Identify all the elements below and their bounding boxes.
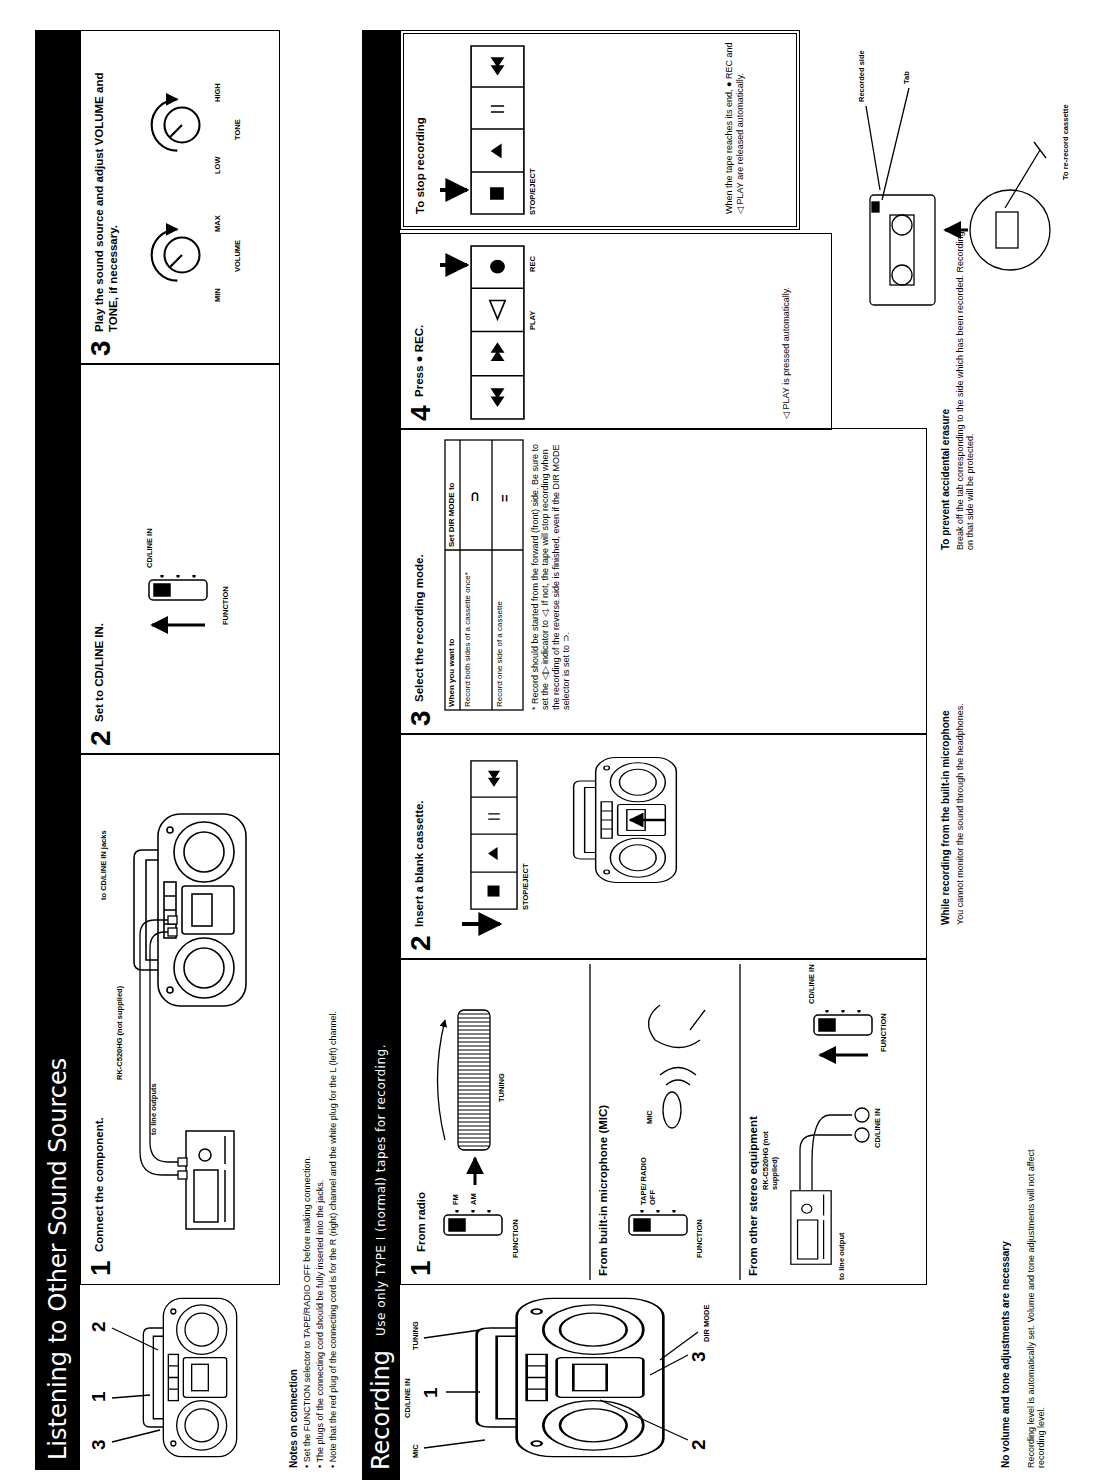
step-panel: 2 Set to CD/LINE IN. — [80, 363, 280, 755]
step-number: 2 — [407, 935, 435, 951]
table-cell: = — [498, 472, 513, 502]
text: Select the recording mode. — [413, 442, 427, 702]
part-label: RK-C520HG (not supplied) — [116, 950, 125, 1080]
text: Connect the component. — [93, 952, 107, 1252]
part-label: Tab — [903, 71, 912, 84]
note-text: • The plugs of the connecting cord shoul… — [315, 1008, 325, 1468]
step-panel: 3 Select the recording mode. — [400, 428, 927, 735]
part-label: to CD/LINE IN jacks — [100, 780, 109, 900]
note-heading: Notes on connection — [288, 1008, 300, 1468]
step-panel: 1 From radio From built-in microphone (MIC… — [400, 958, 927, 1285]
button-label: STOP/EJECT — [529, 168, 538, 215]
table-cell: When you want to — [447, 552, 456, 707]
step-panel: 1 Connect the component. — [80, 753, 280, 1285]
note-text: • Set the FUNCTION selector to TAPE/RADI… — [302, 1008, 312, 1468]
section-title: Recording — [369, 1350, 393, 1470]
part-label: to line outputs — [150, 1055, 159, 1135]
part-label: To re-record cassette — [1062, 40, 1071, 180]
step-panel: 3 Play the sound source and adjust VOLUME… — [80, 30, 280, 365]
callout-number: 1 — [88, 1391, 110, 1402]
callout-number: 1 — [420, 1387, 442, 1398]
scale-label: MIN — [214, 288, 223, 302]
table-cell: Record one side of a cassette — [495, 552, 504, 707]
text: From built-in microphone (MIC) — [597, 976, 611, 1276]
part-label: to line output — [838, 1232, 847, 1280]
text: Play the sound source and adjust VOLUME … — [93, 42, 121, 332]
note-text: * Record should be started from the forw… — [530, 438, 571, 710]
text: From other stereo equipment — [747, 976, 761, 1276]
step-number: 2 — [87, 730, 115, 746]
scale-label: MAX — [214, 215, 223, 232]
table-cell: Set DIR MODE to — [447, 442, 456, 547]
note-text: Break off the tab corresponding to the s… — [955, 230, 976, 550]
step-number: 3 — [87, 340, 115, 356]
note-heading: To prevent accidental erasure — [940, 230, 952, 550]
switch-label: FM — [452, 1194, 461, 1205]
step-number: 4 — [407, 405, 435, 421]
text: Set to CD/LINE IN. — [93, 422, 107, 722]
control-label: TUNING — [498, 1073, 507, 1102]
note-heading: No volume and tone adjustments are neces… — [1000, 1138, 1012, 1468]
text: Insert a blank cassette. — [413, 742, 427, 927]
button-label: REC — [529, 256, 538, 272]
switch-label: CD/LINE IN — [146, 528, 155, 568]
control-label: FUNCTION — [512, 1219, 521, 1258]
jack-label: CD/LINE IN — [874, 1108, 883, 1148]
callout-number: 3 — [88, 1439, 110, 1450]
note-text: Recording level is automatically set. Vo… — [1026, 1138, 1047, 1468]
control-label: VOLUME — [234, 240, 243, 272]
part-label: CD/LINE IN — [404, 1378, 413, 1418]
note-text: You cannot monitor the sound through the… — [955, 565, 965, 925]
callout-number: 2 — [88, 1321, 110, 1332]
section-title: Listening to Other Sound Sources — [46, 1058, 70, 1460]
button-label: PLAY — [529, 311, 538, 330]
callout-number: 2 — [688, 1439, 710, 1450]
text: From radio — [415, 1052, 429, 1252]
step-number: 1 — [407, 1260, 435, 1276]
step-number: 3 — [407, 710, 435, 726]
control-label: FUNCTION — [696, 1219, 705, 1258]
switch-label: TAPE/ RADIO OFF — [640, 1150, 657, 1205]
part-label: MIC — [412, 1444, 421, 1458]
table-cell: ⊃ — [468, 472, 483, 502]
section-header: Recording Use only TYPE I (normal) tapes … — [362, 30, 400, 1480]
text: Use only TYPE I (normal) tapes for recor… — [374, 1044, 388, 1336]
text: ◁ PLAY is pressed automatically. — [781, 244, 792, 419]
text: To stop recording — [414, 39, 428, 214]
step-panel: 4 Press ● REC. ◁ PLAY is pressed automatic… — [400, 233, 832, 430]
button-label: STOP/EJECT — [522, 863, 531, 910]
switch-label: AM — [470, 1193, 479, 1205]
table-cell: Record both sides of a cassette once* — [463, 552, 472, 707]
note-text: • Note that the red plug of the connecti… — [328, 1008, 338, 1468]
control-label: FUNCTION — [880, 1013, 889, 1052]
text: When the tape reaches its end, ● REC and… — [724, 39, 747, 214]
callout-number: 3 — [688, 1351, 710, 1362]
switch-label: CD/LINE IN — [808, 964, 817, 1004]
part-label: RK-C520HG (not supplied) — [762, 1100, 779, 1190]
section-header: Listening to Other Sound Sources — [35, 30, 80, 1470]
part-label: DIR MODE — [703, 1305, 712, 1343]
control-label: MIC — [646, 1110, 655, 1124]
part-label: Recorded side — [858, 32, 867, 102]
step-number: 1 — [87, 1260, 115, 1276]
text: Press ● REC. — [413, 247, 427, 397]
scale-label: LOW — [214, 157, 223, 175]
control-label: TONE — [234, 119, 243, 140]
control-label: FUNCTION — [222, 586, 231, 625]
note-heading: While recording from the built-in microp… — [940, 565, 952, 925]
part-label: TUNING — [412, 1321, 421, 1350]
scale-label: HIGH — [214, 83, 223, 102]
step-panel: 2 Insert a blank cassette. — [400, 733, 927, 960]
info-box: To stop recording When the tape reaches i… — [400, 30, 800, 230]
